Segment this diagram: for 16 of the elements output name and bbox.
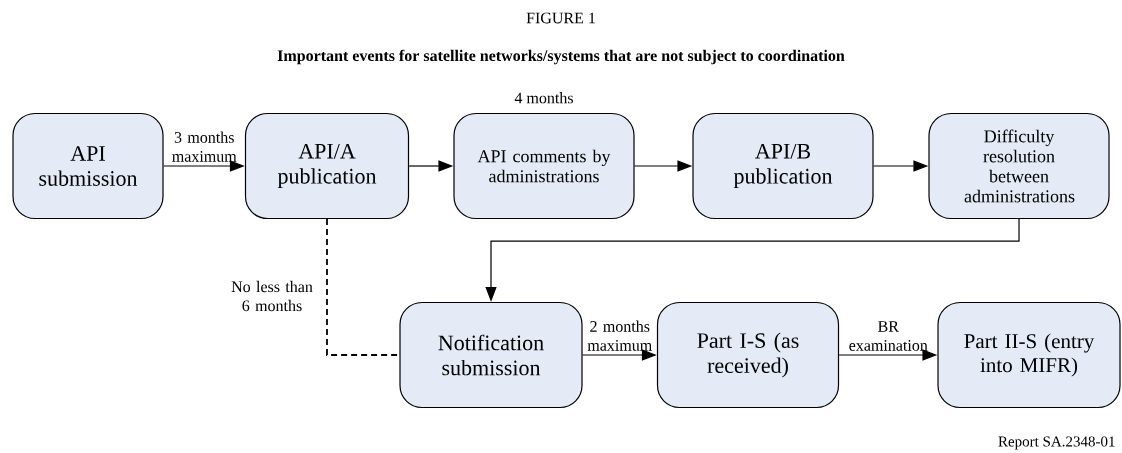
- edge-label: 2 months maximum: [587, 320, 652, 351]
- process-box: Notification submission: [399, 301, 583, 409]
- edge-label: No less than 6 months: [223, 279, 321, 313]
- process-box: Part II-S (entry into MIFR): [937, 301, 1121, 409]
- process-box: API submission: [12, 112, 164, 220]
- figure-number: FIGURE 1: [526, 12, 595, 24]
- process-box: Difficulty resolution between administrations: [928, 112, 1110, 220]
- process-box: API comments by administrations: [453, 112, 635, 220]
- figure-reference: Report SA.2348-01: [998, 436, 1115, 450]
- edge-label: BR examination: [849, 321, 928, 351]
- process-box: API/A publication: [244, 112, 410, 220]
- process-box: API/B publication: [692, 112, 874, 220]
- duration-label: 4 months: [514, 92, 573, 104]
- figure-title: Important events for satellite networks/systems that are not subject to coordination: [277, 49, 845, 65]
- process-box: Part I-S (as received): [656, 301, 840, 409]
- edge-label: 3 months maximum: [172, 131, 237, 162]
